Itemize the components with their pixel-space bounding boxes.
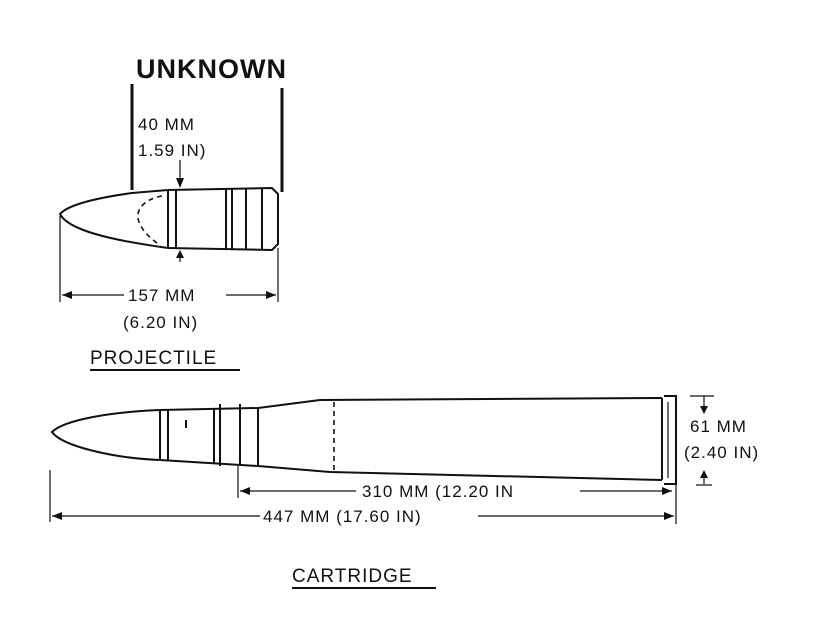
case-length-arrow-right [662,487,672,495]
projectile-caliber-mm: 40 MM [138,115,195,134]
cartridge-rim-mm: 61 MM [690,417,747,436]
cartridge-rim [664,395,677,485]
rim-dim-arrowhead-top [700,406,708,414]
overall-length-arrow-left [52,512,62,520]
cartridge-case-length: 310 MM (12.20 IN [362,482,514,501]
cartridge-nose [50,409,161,461]
cartridge-rim-in: (2.40 IN) [684,443,759,462]
projectile-hidden-line [137,195,163,247]
projectile-body [167,186,279,252]
cartridge-drawing [49,395,714,524]
projectile-length-in: (6.20 IN) [123,313,198,332]
title: UNKNOWN [136,54,287,84]
caliber-arrowhead-top [176,178,184,188]
cartridge-overall-length: 447 MM (17.60 IN) [263,507,422,526]
projectile-nose [58,189,169,249]
caliber-arrowhead-bottom [176,250,184,258]
case-length-arrow-left [240,487,250,495]
projectile-caliber-in: 1.59 IN) [138,141,206,160]
cartridge-bottom-outline [159,459,663,481]
projectile-drawing [58,84,284,302]
projectile-caption: PROJECTILE [90,348,217,369]
projectile-length-mm: 157 MM [128,286,195,305]
projectile-length-arrow-right [266,291,276,299]
overall-length-arrow-right [664,512,674,520]
cartridge-caption: CARTRIDGE [292,566,413,587]
cartridge-top-outline [159,397,663,411]
rim-dim-arrowhead-bottom [700,470,708,478]
projectile-length-arrow-left [62,291,72,299]
